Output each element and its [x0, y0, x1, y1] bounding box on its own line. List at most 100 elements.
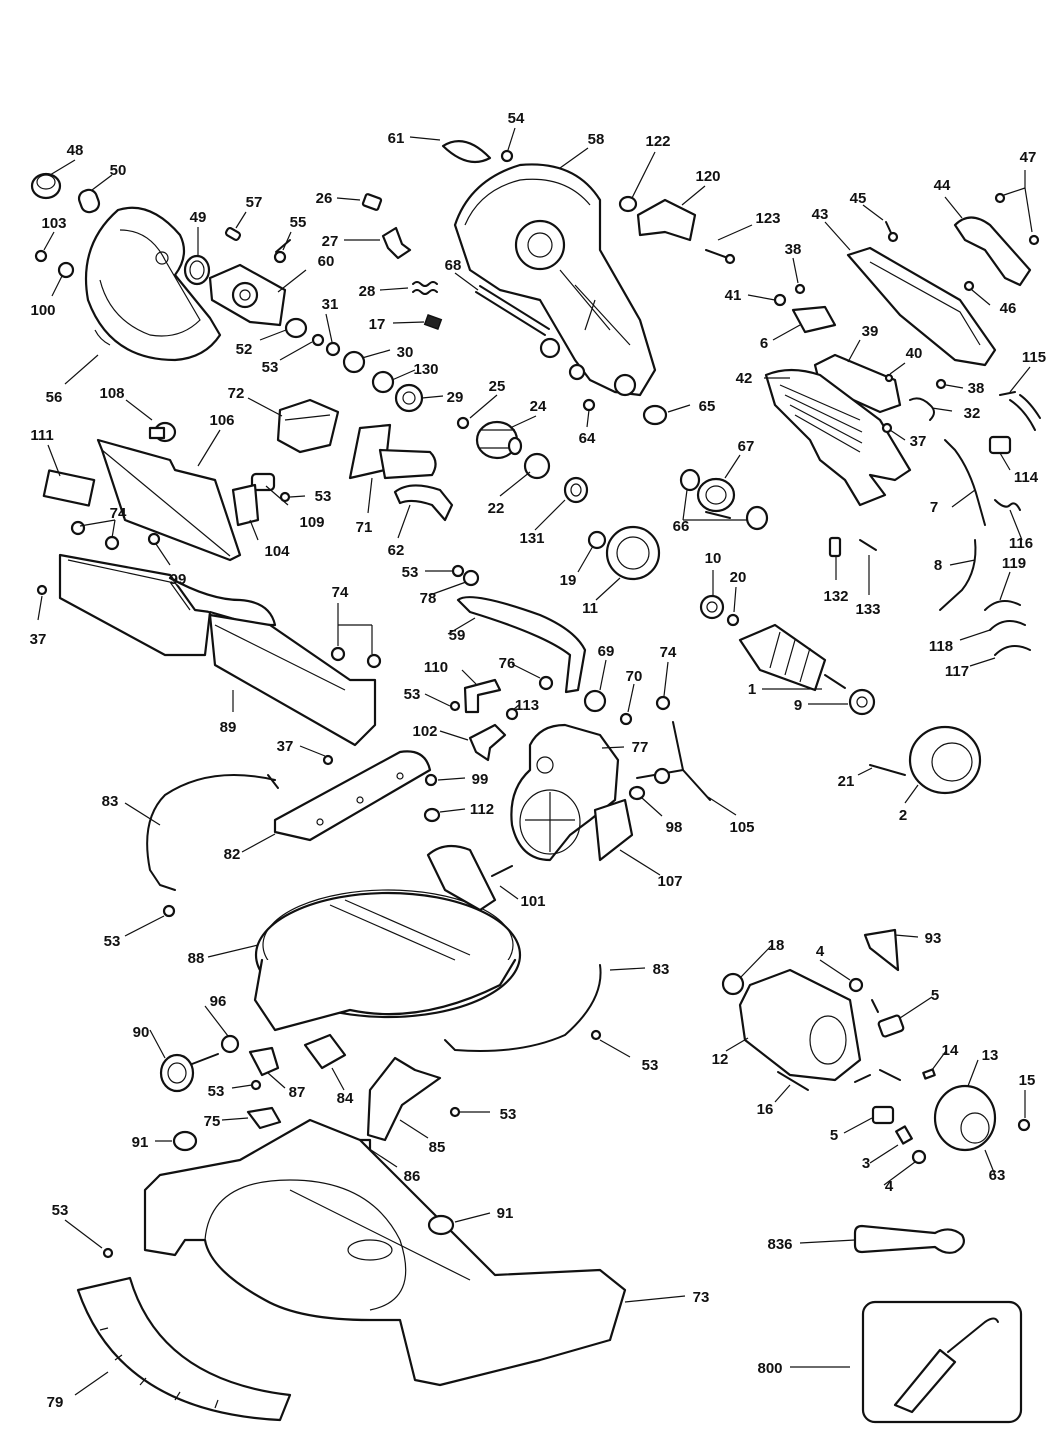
part-76-washer [538, 675, 554, 691]
part-label-9: 9 [794, 697, 802, 714]
part-label-53f: 53 [642, 1057, 659, 1074]
part-74-screws-b [330, 646, 382, 669]
part-123-screw [705, 249, 736, 265]
part-82-throat-plate [273, 750, 432, 842]
leader-lines [37, 127, 1033, 1396]
part-4-nut-b [911, 1149, 927, 1165]
part-label-59: 59 [449, 627, 466, 644]
part-105-handle [636, 721, 711, 801]
part-label-65: 65 [699, 398, 716, 415]
part-103-washer [34, 249, 48, 263]
part-17-key [423, 313, 443, 331]
part-93-label [863, 928, 900, 972]
part-59-linkage [456, 596, 587, 694]
part-label-101: 101 [520, 893, 545, 910]
part-label-85: 85 [429, 1139, 446, 1156]
part-20-washer [726, 613, 740, 627]
part-30-washer [342, 350, 366, 374]
part-label-104: 104 [264, 543, 290, 560]
part-label-30: 30 [397, 344, 414, 361]
part-100-washer [57, 261, 75, 279]
part-label-41: 41 [725, 287, 742, 304]
part-label-50: 50 [110, 162, 127, 179]
part-label-21: 21 [838, 773, 855, 790]
part-112-nut [423, 807, 441, 823]
part-53-screw-i [102, 1247, 114, 1259]
part-label-45: 45 [850, 190, 867, 207]
part-114-terminal [988, 435, 1012, 455]
part-label-99a: 99 [170, 571, 187, 588]
part-label-29: 29 [447, 389, 464, 406]
part-10-bearing [699, 594, 725, 620]
part-5-brush-holder-b [871, 1105, 895, 1125]
part-label-79: 79 [47, 1394, 64, 1411]
part-65-washer [642, 404, 668, 426]
part-label-25: 25 [489, 378, 506, 395]
part-42-main-handle [764, 368, 912, 507]
part-label-15: 15 [1019, 1072, 1036, 1089]
part-label-96: 96 [210, 993, 227, 1010]
part-label-83b: 83 [653, 961, 670, 978]
part-62-elbow [393, 484, 454, 522]
part-label-48: 48 [67, 142, 84, 159]
part-800-tool-kit [861, 1300, 1023, 1424]
part-7-cord [944, 439, 986, 526]
part-label-16: 16 [757, 1101, 774, 1118]
part-label-73: 73 [693, 1289, 710, 1306]
part-label-42: 42 [736, 370, 753, 387]
part-label-111: 111 [30, 427, 53, 444]
part-8-cord-set [939, 539, 977, 611]
part-133-pin [859, 539, 877, 551]
part-40-washer [884, 373, 894, 383]
part-label-8: 8 [934, 557, 942, 574]
part-label-120: 120 [695, 168, 720, 185]
part-label-38a: 38 [785, 241, 802, 258]
part-9-bearing [848, 688, 876, 716]
part-label-53b: 53 [315, 488, 332, 505]
part-118-clip [989, 620, 1026, 631]
part-53-screw-e [162, 904, 176, 918]
part-70-screw [619, 712, 633, 726]
part-label-57: 57 [246, 194, 263, 211]
part-label-37b: 37 [910, 433, 927, 450]
part-104-block [231, 483, 260, 527]
part-26-clip [361, 193, 383, 211]
part-label-107: 107 [657, 873, 682, 890]
part-label-87: 87 [289, 1084, 306, 1101]
part-left-fence [58, 553, 277, 657]
part-label-5b: 5 [830, 1127, 838, 1144]
part-label-113: 113 [515, 697, 539, 714]
part-119-clip [984, 600, 1021, 611]
part-91-button-b [427, 1214, 455, 1236]
part-37-screw-a [36, 584, 48, 596]
part-label-109: 109 [299, 514, 324, 531]
part-47-screws [994, 192, 1040, 246]
part-label-836: 836 [767, 1236, 792, 1253]
part-label-119: 119 [1002, 555, 1026, 572]
part-label-43: 43 [812, 206, 829, 223]
part-14-spring [922, 1068, 936, 1080]
part-66-bushings [679, 468, 769, 531]
part-label-37a: 37 [30, 631, 47, 648]
part-13-end-cap [933, 1084, 997, 1152]
part-106-fence-plate [96, 438, 242, 562]
part-18-nut [721, 972, 745, 996]
part-88-turntable [253, 844, 522, 1032]
part-64-screw [582, 398, 596, 412]
part-label-53c: 53 [402, 564, 419, 581]
part-79-miter-scale [76, 1276, 292, 1422]
part-label-22: 22 [488, 500, 505, 517]
part-label-130: 130 [413, 361, 438, 378]
part-label-19: 19 [560, 572, 577, 589]
part-label-100: 100 [30, 302, 55, 319]
part-label-102: 102 [412, 723, 437, 740]
part-label-132: 132 [823, 588, 848, 605]
part-label-76: 76 [499, 655, 516, 672]
part-37-screw-b [881, 422, 893, 434]
part-label-18: 18 [768, 937, 785, 954]
part-111-label [42, 469, 96, 507]
part-108-knob [148, 421, 177, 443]
part-label-105: 105 [729, 819, 754, 836]
part-61-cover [441, 140, 492, 164]
part-label-98: 98 [666, 819, 683, 836]
